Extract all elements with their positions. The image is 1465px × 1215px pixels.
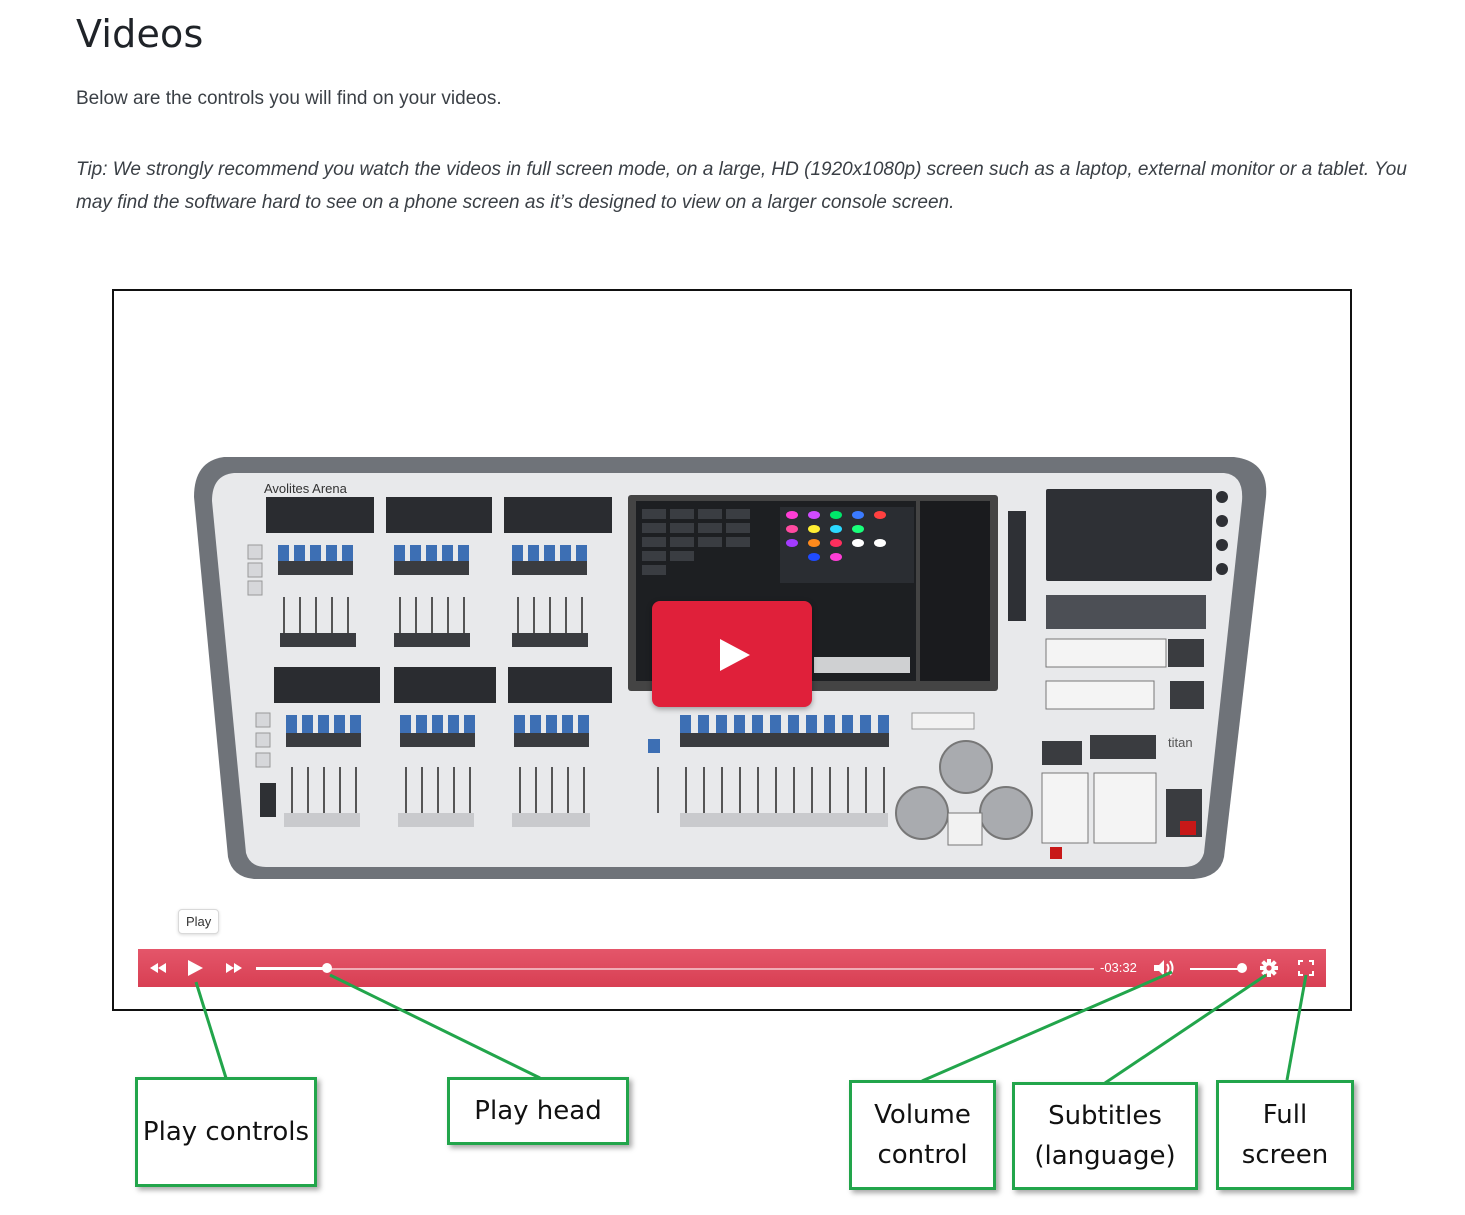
callout-subtitles: Subtitles (language) (1012, 1082, 1198, 1190)
callout-full-screen-label: Full screen (1241, 1100, 1329, 1170)
callout-full-screen: Full screen (1216, 1080, 1354, 1190)
play-head[interactable] (322, 963, 333, 973)
gear-icon[interactable] (1260, 959, 1278, 977)
page-title: Videos (76, 12, 204, 56)
play-icon[interactable] (186, 959, 204, 977)
console-model-label: titan (1168, 735, 1193, 750)
progress-track[interactable] (256, 968, 1094, 970)
time-remaining: -03:32 (1100, 960, 1137, 975)
volume-slider[interactable] (1190, 968, 1242, 970)
callout-subtitles-label: Subtitles (language) (1034, 1101, 1176, 1171)
tip-text: Tip: We strongly recommend you watch the… (76, 159, 1407, 213)
callout-play-controls-label: Play controls (142, 1117, 310, 1147)
volume-knob[interactable] (1237, 963, 1247, 973)
intro-text: Below are the controls you will find on … (76, 88, 502, 109)
fast-forward-icon[interactable] (224, 961, 244, 975)
console-brand-label: Avolites Arena (264, 481, 348, 496)
progress-played (256, 967, 328, 970)
video-player[interactable]: Avolites Arena (112, 289, 1352, 1011)
play-icon (720, 639, 750, 671)
callout-volume-control: Volume control (849, 1080, 996, 1190)
callout-play-head: Play head (447, 1077, 629, 1145)
callout-play-head-label: Play head (474, 1096, 602, 1126)
rewind-icon[interactable] (148, 961, 168, 975)
video-control-bar: -03:32 (138, 949, 1326, 987)
play-tooltip: Play (178, 909, 220, 934)
fullscreen-icon[interactable] (1298, 960, 1314, 976)
callout-play-controls: Play controls (135, 1077, 317, 1187)
callout-volume-control-label: Volume control (874, 1100, 971, 1170)
big-play-button[interactable] (652, 601, 812, 707)
